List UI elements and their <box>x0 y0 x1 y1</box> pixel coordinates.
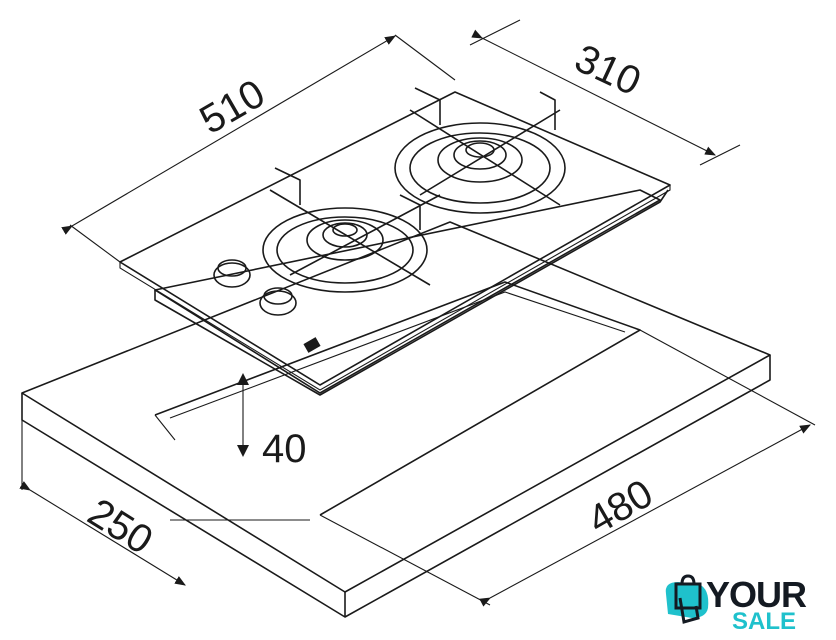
burner-front <box>262 167 441 293</box>
logo-sale: SALE <box>732 608 797 635</box>
dim-510-label: 510 <box>193 71 273 142</box>
countertop <box>21 221 771 618</box>
dim-310: 310 <box>469 19 741 166</box>
dim-40-label: 40 <box>262 427 307 471</box>
dim-310-label: 310 <box>568 36 647 104</box>
logo-your: YOUR <box>706 574 807 615</box>
dim-480-label: 480 <box>581 471 661 542</box>
knob-2 <box>259 287 297 316</box>
shopping-bag-hand-icon <box>665 574 709 624</box>
dim-250-label: 250 <box>80 490 160 563</box>
knob-1 <box>213 259 251 288</box>
yoursale-logo: YOUR SALE <box>662 574 832 636</box>
dim-40: 40 <box>237 373 307 471</box>
cutout <box>154 281 641 516</box>
burner-rear <box>394 87 566 214</box>
brand-badge <box>303 337 321 353</box>
